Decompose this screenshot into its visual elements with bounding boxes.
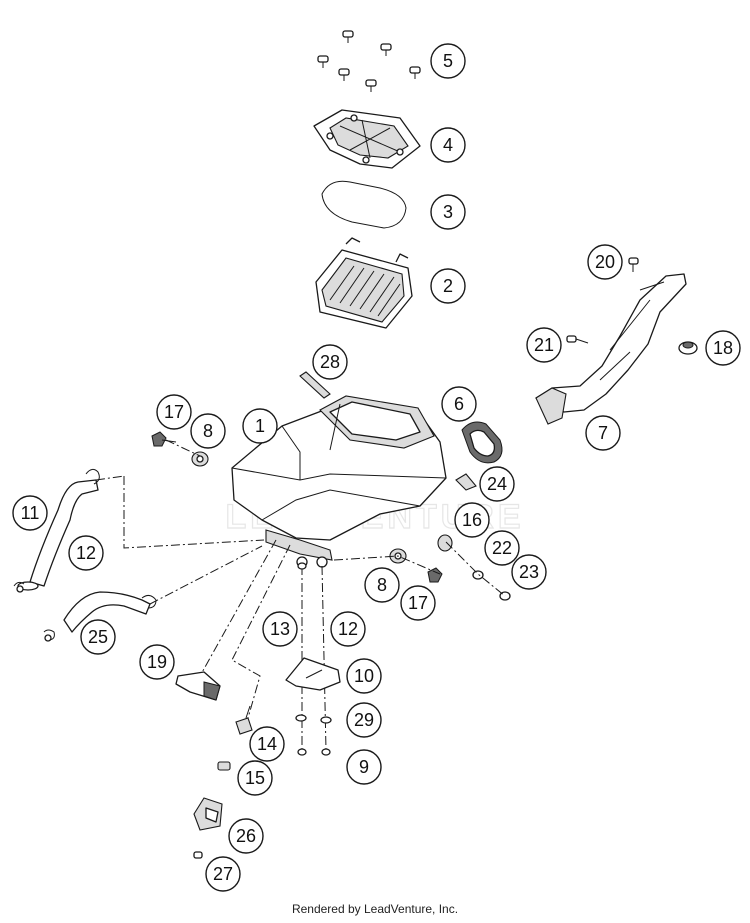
part-24-clip[interactable] (455, 473, 477, 491)
callout-1[interactable]: 1 (242, 408, 278, 444)
callout-5[interactable]: 5 (430, 43, 466, 79)
part-16-bushing[interactable] (437, 534, 453, 552)
svg-text:20: 20 (595, 252, 615, 272)
callout-7[interactable]: 7 (585, 415, 621, 451)
svg-text:6: 6 (454, 394, 464, 414)
svg-text:25: 25 (88, 627, 108, 647)
callout-28[interactable]: 28 (312, 344, 348, 380)
callout-22[interactable]: 22 (484, 530, 520, 566)
svg-text:21: 21 (534, 335, 554, 355)
part-10-plate[interactable] (285, 657, 341, 691)
svg-text:8: 8 (203, 421, 213, 441)
svg-text:12: 12 (76, 543, 96, 563)
svg-text:22: 22 (492, 538, 512, 558)
callout-18[interactable]: 18 (705, 330, 741, 366)
part-1-airbox[interactable] (231, 395, 447, 568)
svg-text:12: 12 (338, 619, 358, 639)
callout-12-right[interactable]: 12 (330, 611, 366, 647)
callout-26[interactable]: 26 (228, 818, 264, 854)
svg-text:8: 8 (377, 575, 387, 595)
part-6-rubber-flange[interactable] (461, 421, 503, 464)
callout-10[interactable]: 10 (346, 658, 382, 694)
callout-12-left[interactable]: 12 (68, 535, 104, 571)
part-28-strap[interactable] (299, 371, 331, 399)
part-5-screws[interactable] (317, 30, 421, 92)
part-29-washers[interactable] (295, 714, 332, 724)
svg-text:16: 16 (462, 510, 482, 530)
callouts: 5 4 3 2 20 21 18 28 6 7 17 8 1 24 11 16 … (12, 43, 741, 892)
part-15-clip[interactable] (217, 761, 231, 771)
callout-20[interactable]: 20 (587, 244, 623, 280)
callout-17-lower[interactable]: 17 (400, 585, 436, 621)
svg-text:15: 15 (245, 768, 265, 788)
callout-16[interactable]: 16 (454, 502, 490, 538)
part-14-temperature-sensor[interactable] (235, 705, 253, 735)
callout-14[interactable]: 14 (249, 726, 285, 762)
part-18-grommet[interactable] (678, 341, 698, 355)
callout-6[interactable]: 6 (441, 386, 477, 422)
part-9-screws[interactable] (297, 748, 331, 756)
svg-text:26: 26 (236, 826, 256, 846)
callout-13[interactable]: 13 (262, 611, 298, 647)
part-22-washer[interactable] (472, 570, 484, 580)
svg-text:23: 23 (519, 562, 539, 582)
svg-text:2: 2 (443, 276, 453, 296)
part-12-hose-clamps[interactable] (13, 468, 157, 642)
svg-text:29: 29 (354, 710, 374, 730)
part-8-grommet-upper[interactable] (191, 451, 209, 467)
part-19-sensor[interactable] (175, 671, 221, 701)
svg-text:4: 4 (443, 135, 453, 155)
svg-text:27: 27 (213, 864, 233, 884)
part-21-screw[interactable] (566, 335, 589, 344)
callout-8-lower[interactable]: 8 (364, 567, 400, 603)
svg-text:18: 18 (713, 338, 733, 358)
part-20-screw[interactable] (628, 257, 639, 272)
callout-24[interactable]: 24 (479, 466, 515, 502)
render-credit: Rendered by LeadVenture, Inc. (291, 902, 459, 916)
svg-text:13: 13 (270, 619, 290, 639)
svg-text:19: 19 (147, 652, 167, 672)
part-17-bolt-lower[interactable] (427, 567, 443, 583)
part-7-intake-snorkel[interactable] (535, 273, 687, 425)
callout-4[interactable]: 4 (430, 127, 466, 163)
svg-text:17: 17 (408, 593, 428, 613)
svg-text:7: 7 (598, 423, 608, 443)
callout-25[interactable]: 25 (80, 619, 116, 655)
callout-9[interactable]: 9 (346, 749, 382, 785)
svg-text:1: 1 (255, 416, 265, 436)
svg-text:10: 10 (354, 666, 374, 686)
callout-17-upper[interactable]: 17 (156, 394, 192, 430)
callout-3[interactable]: 3 (430, 194, 466, 230)
svg-text:14: 14 (257, 734, 277, 754)
callout-11[interactable]: 11 (12, 495, 48, 531)
svg-text:11: 11 (21, 503, 40, 523)
svg-text:5: 5 (443, 51, 453, 71)
part-3-gasket[interactable] (321, 180, 407, 229)
svg-text:9: 9 (359, 757, 369, 777)
part-27-screw[interactable] (193, 851, 203, 859)
svg-text:24: 24 (487, 474, 507, 494)
callout-29[interactable]: 29 (346, 702, 382, 738)
callout-27[interactable]: 27 (205, 856, 241, 892)
svg-text:28: 28 (320, 352, 340, 372)
svg-text:3: 3 (443, 202, 453, 222)
leader-lines (95, 439, 506, 751)
part-25-breather-hose[interactable] (63, 591, 151, 633)
part-13-fitting[interactable] (297, 562, 307, 570)
part-17-bolt-upper[interactable] (151, 431, 177, 447)
part-2-air-filter[interactable] (315, 237, 413, 329)
callout-2[interactable]: 2 (430, 268, 466, 304)
part-26-bracket[interactable] (193, 797, 223, 831)
callout-21[interactable]: 21 (526, 327, 562, 363)
callout-8-upper[interactable]: 8 (190, 413, 226, 449)
callout-23[interactable]: 23 (511, 554, 547, 590)
part-4-filter-cover[interactable] (313, 109, 421, 169)
callout-15[interactable]: 15 (237, 760, 273, 796)
svg-text:17: 17 (164, 402, 184, 422)
callout-19[interactable]: 19 (139, 644, 175, 680)
